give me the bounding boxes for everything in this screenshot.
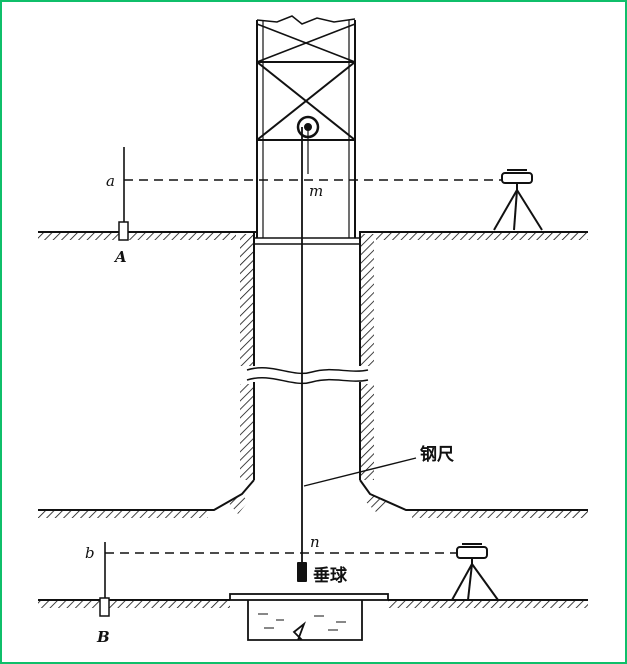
plumb-bob (297, 562, 307, 582)
steel-tape-leader (303, 457, 417, 487)
label-B: B (96, 628, 110, 646)
label-plumb-bob: 垂球 (313, 566, 348, 586)
top-ground-surface (38, 231, 588, 240)
headframe-tower (256, 15, 356, 238)
level-staff-a (118, 147, 129, 241)
level-instrument-bottom (451, 543, 499, 601)
label-steel-tape: 钢尺 (420, 444, 454, 465)
label-A: A (113, 248, 127, 266)
label-a: a (106, 172, 115, 190)
level-staff-b (99, 542, 110, 617)
label-n: n (310, 533, 320, 551)
label-b: b (85, 544, 95, 562)
tunnel-floor (38, 593, 588, 641)
shaft-walls-lower (38, 382, 588, 518)
level-instrument-top (493, 169, 543, 231)
steel-tape (301, 127, 309, 562)
shaft-walls-upper (234, 231, 380, 384)
label-m: m (309, 182, 323, 200)
